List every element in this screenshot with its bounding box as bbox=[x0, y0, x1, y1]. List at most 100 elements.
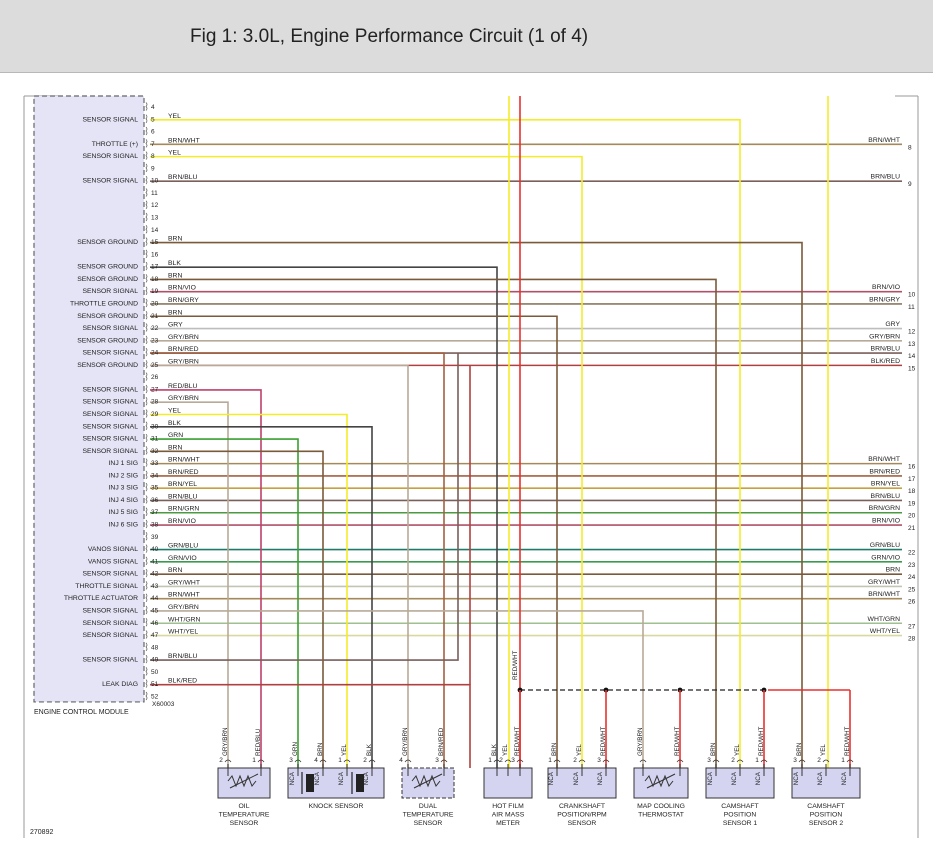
exit-wire-label: BRN/GRN bbox=[869, 505, 900, 512]
terminal bbox=[368, 759, 376, 763]
terminal-number: 3 bbox=[707, 757, 711, 764]
pin-bracket bbox=[145, 507, 148, 516]
cam1-name-line: CAMSHAFT bbox=[721, 803, 758, 810]
pin-label: SENSOR SIGNAL bbox=[82, 571, 138, 578]
terminal-number: 1 bbox=[488, 757, 492, 764]
ecm-code: X60003 bbox=[152, 701, 175, 708]
exit-wire-label: BRN/GRY bbox=[869, 296, 900, 303]
nca-label: NCA bbox=[755, 771, 762, 785]
pin-bracket bbox=[145, 188, 148, 197]
pin-bracket bbox=[145, 458, 148, 467]
oil-name-line: TEMPERATURE bbox=[219, 812, 270, 819]
pin-bracket bbox=[145, 298, 148, 308]
exit-wire-label: BLK/RED bbox=[871, 358, 900, 365]
pin-bracket bbox=[145, 396, 148, 406]
thermistor-arrow bbox=[413, 773, 443, 789]
figure-number: 270892 bbox=[30, 829, 53, 836]
pin-number: 38 bbox=[151, 522, 159, 529]
exit-ref: 14 bbox=[908, 353, 916, 360]
terminal-number: 4 bbox=[399, 757, 403, 764]
pin-number: 12 bbox=[151, 202, 159, 209]
exit-wire-label: BRN/VIO bbox=[872, 284, 900, 291]
wire-route bbox=[150, 241, 803, 768]
exit-wire-label: BRN/BLU bbox=[871, 493, 901, 500]
pin-number: 35 bbox=[151, 485, 159, 492]
wire-route bbox=[150, 278, 717, 768]
ecm-label: ENGINE CONTROL MODULE bbox=[34, 709, 129, 716]
pin-label: INJ 5 SIG bbox=[109, 509, 138, 516]
exit-wire-label: BRN/WHT bbox=[868, 591, 900, 598]
exit-ref: 26 bbox=[908, 599, 916, 606]
nca-label: NCA bbox=[707, 771, 714, 785]
terminal bbox=[822, 759, 830, 763]
terminal-wire-label: GRY/BRN bbox=[402, 727, 409, 756]
pin-label: INJ 1 SIG bbox=[109, 460, 138, 467]
pin-number: 51 bbox=[151, 681, 159, 688]
crank-name-line: POSITION/RPM bbox=[557, 812, 607, 819]
pin-number: 6 bbox=[151, 129, 155, 136]
pin-label: INJ 3 SIG bbox=[109, 485, 138, 492]
pin-bracket bbox=[145, 225, 148, 234]
dual-name-line: TEMPERATURE bbox=[403, 812, 454, 819]
nca-label: NCA bbox=[338, 771, 345, 785]
exit-wire-label: BRN/VIO bbox=[872, 518, 900, 525]
pin-number: 8 bbox=[151, 153, 155, 160]
pin-label: SENSOR SIGNAL bbox=[82, 657, 138, 664]
pin-number: 14 bbox=[151, 227, 159, 234]
pin-number: 7 bbox=[151, 141, 155, 148]
pin-label: SENSOR SIGNAL bbox=[82, 448, 138, 455]
terminal-wire-label: RED/BLU bbox=[255, 728, 262, 756]
pin-label: SENSOR SIGNAL bbox=[82, 620, 138, 627]
pin-number: 45 bbox=[151, 607, 159, 614]
pin-label: SENSOR GROUND bbox=[77, 313, 138, 320]
terminal-wire-label: BLK bbox=[366, 743, 373, 756]
nca-label: NCA bbox=[548, 771, 555, 785]
exit-ref: 11 bbox=[908, 304, 915, 311]
component-cam1 bbox=[705, 759, 775, 799]
pin-number: 37 bbox=[151, 509, 159, 516]
pin-bracket bbox=[145, 212, 148, 222]
exit-ref: 20 bbox=[908, 513, 916, 520]
piezo-element-icon bbox=[306, 774, 314, 792]
pin-bracket bbox=[145, 679, 148, 688]
oil-name-line: SENSOR bbox=[230, 820, 259, 827]
pin-bracket bbox=[145, 532, 148, 541]
pin-bracket bbox=[145, 360, 148, 369]
wire-color-label: BRN/WHT bbox=[168, 137, 200, 144]
pin-number: 28 bbox=[151, 399, 159, 406]
pin-number: 16 bbox=[151, 251, 159, 258]
wire-route bbox=[150, 425, 373, 768]
pin-number: 22 bbox=[151, 325, 159, 332]
exit-ref: 24 bbox=[908, 574, 916, 581]
pin-number: 40 bbox=[151, 546, 159, 553]
wire-route bbox=[150, 683, 471, 768]
terminal-wire-label: RED/WHT bbox=[758, 726, 765, 756]
hfm-name-line: AIR MASS bbox=[492, 812, 525, 819]
wire-color-label: GRN/BLU bbox=[168, 543, 198, 550]
terminal-wire-label: BRN bbox=[551, 742, 558, 756]
terminal-number: 1 bbox=[338, 757, 342, 764]
nca-label: NCA bbox=[841, 771, 848, 785]
pin-bracket bbox=[145, 581, 148, 590]
wire-color-label: BRN/GRN bbox=[168, 506, 199, 513]
component-dual bbox=[401, 759, 455, 799]
terminal bbox=[760, 759, 768, 763]
terminal-number: 3 bbox=[289, 757, 293, 764]
pin-bracket bbox=[145, 249, 148, 259]
component-cam2 bbox=[791, 759, 861, 799]
pin-bracket bbox=[145, 102, 148, 111]
terminal bbox=[712, 759, 720, 763]
pin-bracket bbox=[145, 446, 148, 455]
pin-bracket bbox=[145, 335, 148, 345]
thermistor-arrow bbox=[646, 773, 676, 789]
exit-ref: 22 bbox=[908, 550, 916, 557]
wire-color-label: BRN bbox=[168, 444, 182, 451]
pin-bracket bbox=[145, 495, 148, 504]
terminal-number: 3 bbox=[597, 757, 601, 764]
pin-bracket bbox=[145, 568, 148, 578]
pin-number: 19 bbox=[151, 288, 159, 295]
terminal-wire-label: YEL bbox=[820, 744, 827, 756]
component-hfm bbox=[483, 759, 533, 799]
terminal-wire-label: RED/WHT bbox=[600, 726, 607, 756]
component-crank bbox=[547, 759, 617, 799]
